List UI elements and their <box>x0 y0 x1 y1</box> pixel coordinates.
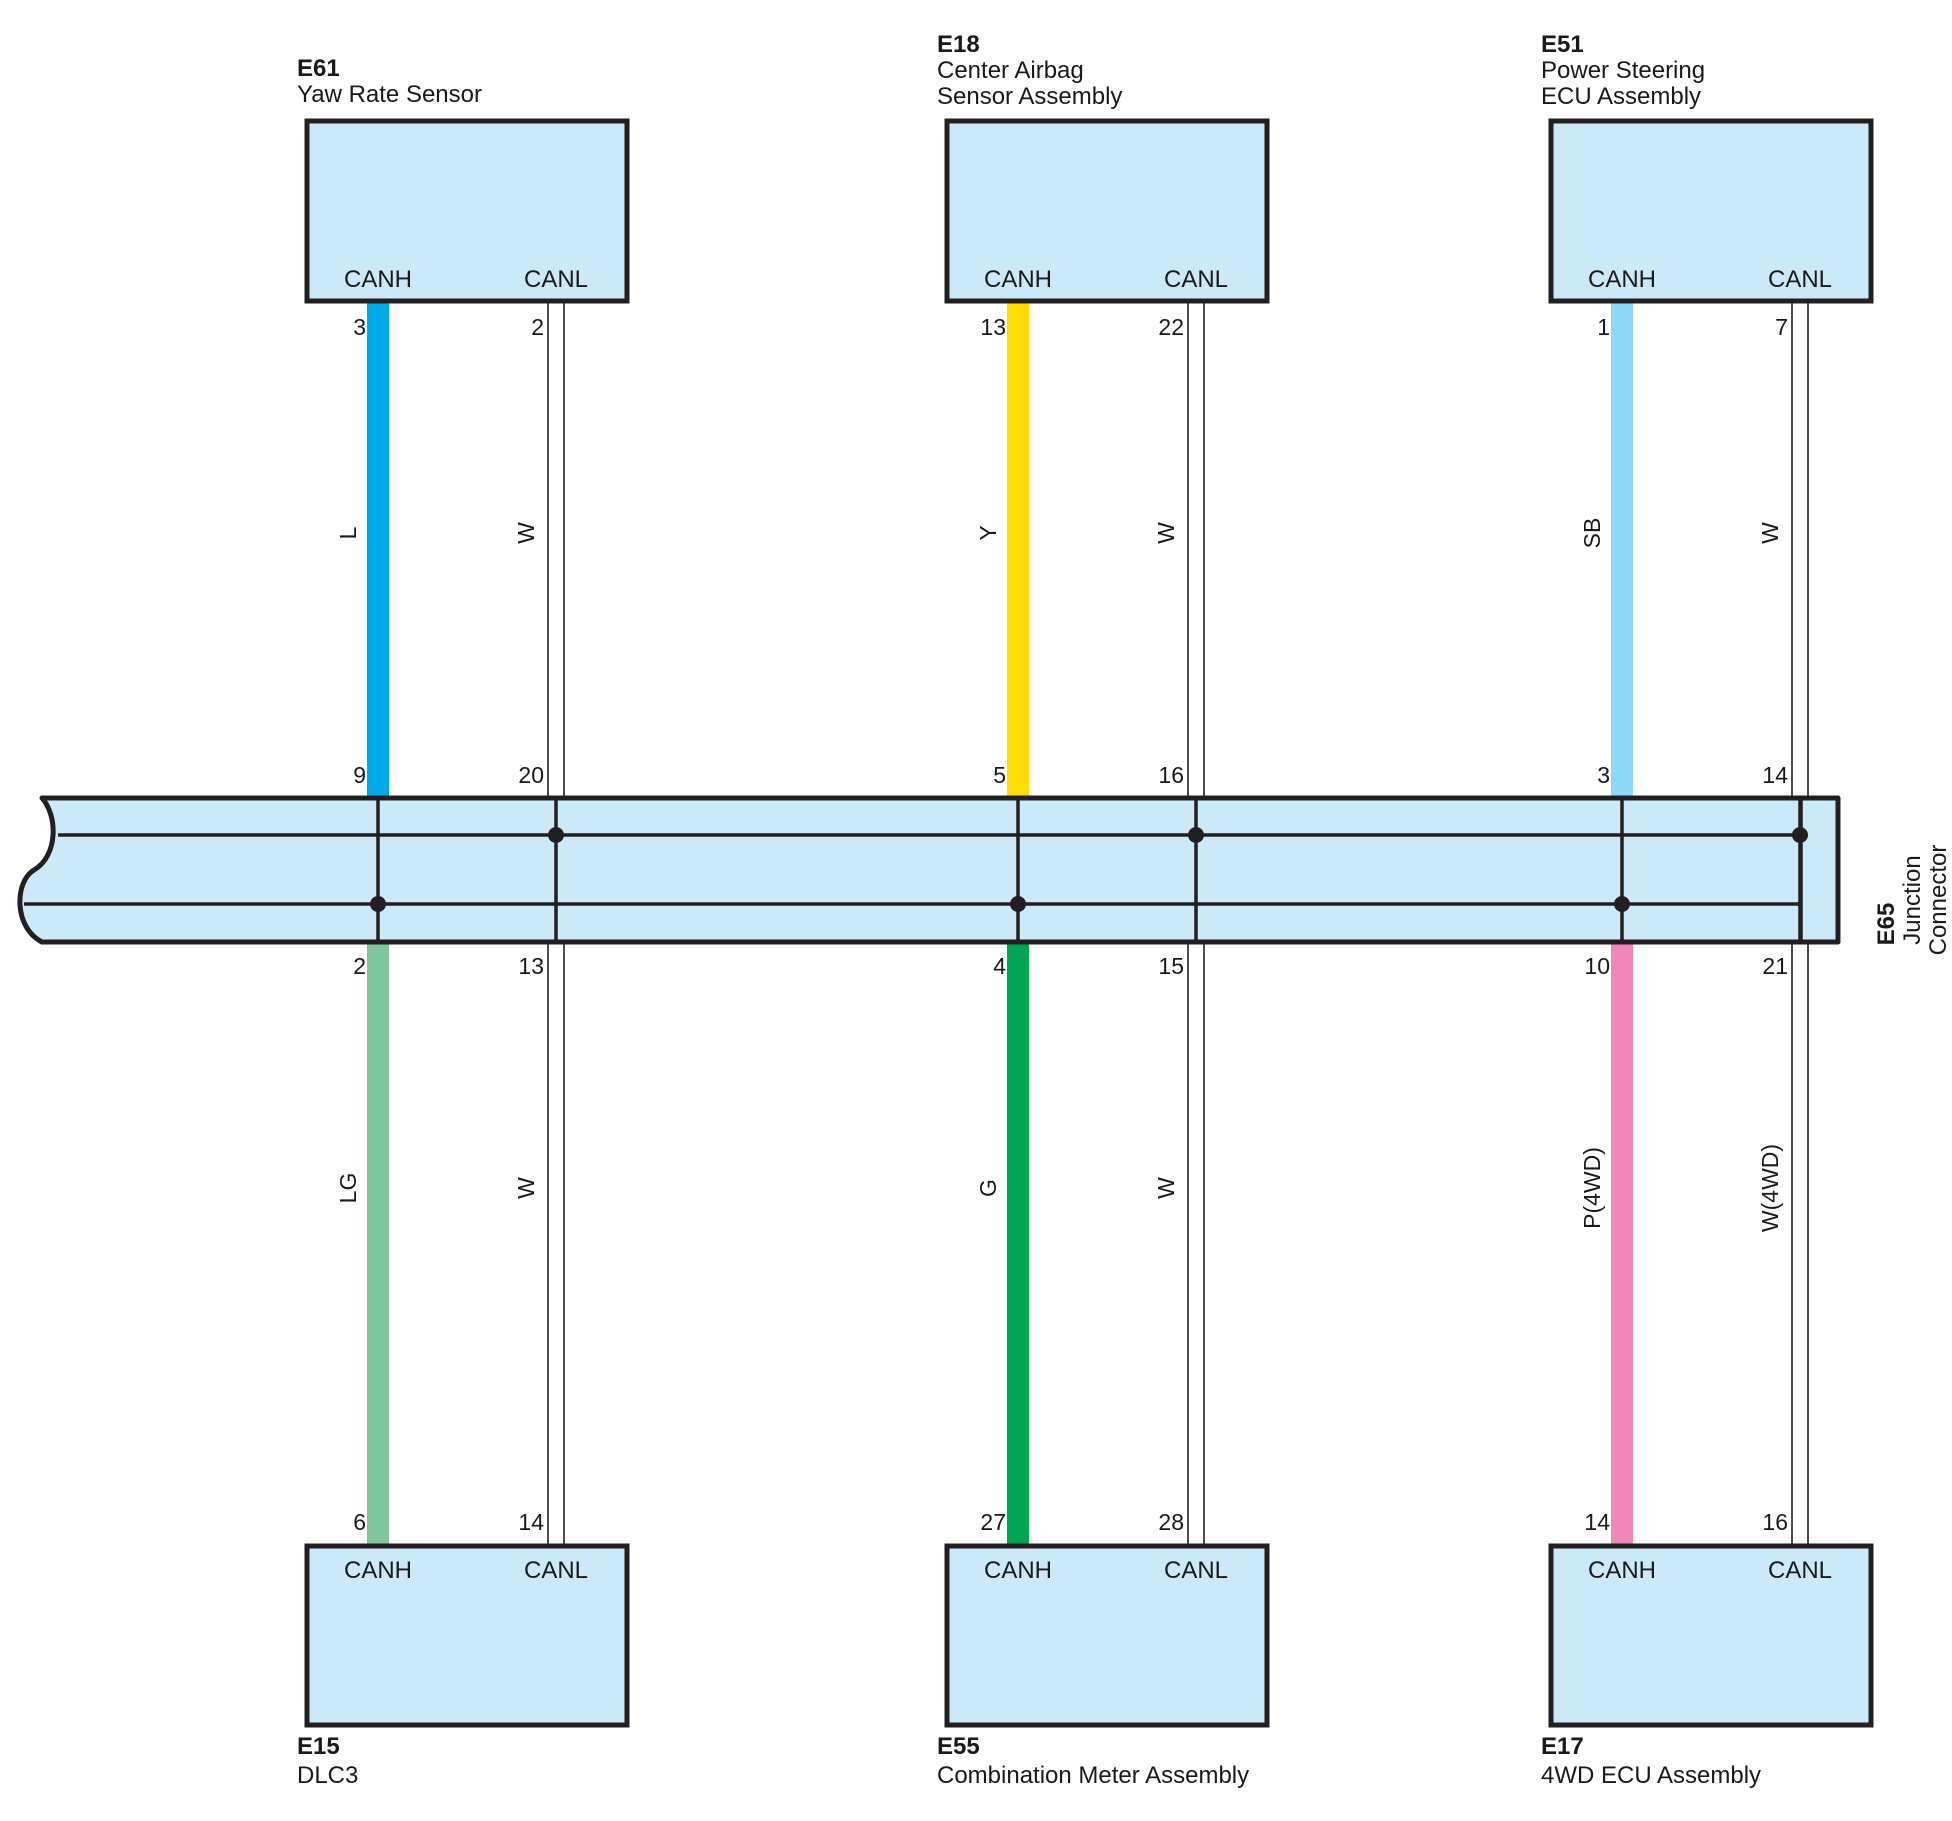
wire-code-E61-canh: L <box>335 526 361 539</box>
wire-code-E51-canl: W <box>1757 522 1783 544</box>
component-name: Yaw Rate Sensor <box>297 81 482 108</box>
junction-pin-E51-canh: 3 <box>1597 762 1610 788</box>
wire-code-E18-canh: Y <box>975 525 1001 540</box>
wire-code-E61-canl: W <box>513 522 539 544</box>
ecu-boxes-layer <box>304 118 1874 1728</box>
wire-canl-E18 <box>1187 300 1205 799</box>
pin-number-E55-canl: 28 <box>1158 1509 1184 1535</box>
splice-dot-canl <box>548 827 564 843</box>
ecu-box-E18 <box>944 118 1270 304</box>
ecu-box-E17 <box>1548 1543 1874 1728</box>
pin-number-E17-canh: 14 <box>1584 1509 1610 1535</box>
component-name: Power Steering <box>1541 57 1705 84</box>
component-code: E15 <box>297 1733 340 1760</box>
pin-number-E61-canl: 2 <box>531 314 544 340</box>
component-name: DLC3 <box>297 1762 358 1789</box>
pin-number-E51-canh: 1 <box>1597 314 1610 340</box>
wire-code-E15-canh: LG <box>335 1173 361 1204</box>
pin-number-E51-canl: 7 <box>1775 314 1788 340</box>
wire-code-E55-canh: G <box>975 1179 1001 1197</box>
junction-pin-E15-canl: 13 <box>518 953 544 979</box>
component-name: ECU Assembly <box>1541 83 1701 110</box>
pin-number-E15-canl: 14 <box>518 1509 544 1535</box>
wire-code-E55-canl: W <box>1153 1177 1179 1199</box>
junction-connector <box>17 795 1841 945</box>
wire-canh-E18 <box>1007 301 1029 798</box>
component-name: Sensor Assembly <box>937 83 1122 110</box>
junction-code: E65 <box>1873 903 1900 946</box>
pin-label-canl: CANL <box>524 266 588 293</box>
pin-label-canl: CANL <box>1768 1557 1832 1584</box>
ecu-box-E51 <box>1548 118 1874 304</box>
junction-name-line-2: Connector <box>1925 845 1952 956</box>
ecu-box-E61 <box>304 118 630 304</box>
pin-number-E55-canh: 27 <box>980 1509 1006 1535</box>
pin-label-canh: CANH <box>984 266 1052 293</box>
pin-label-canh: CANH <box>1588 266 1656 293</box>
component-code: E51 <box>1541 31 1584 58</box>
splice-dot-canh <box>370 896 386 912</box>
junction-name-line-1: Junction <box>1899 855 1926 944</box>
wire-canl-E61 <box>547 300 565 799</box>
pin-label-canl: CANL <box>524 1557 588 1584</box>
wire-code-E15-canl: W <box>513 1177 539 1199</box>
wire-canl-E17 <box>1791 941 1809 1547</box>
pin-label-canl: CANL <box>1164 1557 1228 1584</box>
component-code: E17 <box>1541 1733 1584 1760</box>
component-name: Center Airbag <box>937 57 1084 84</box>
wire-canl-E51 <box>1791 300 1809 799</box>
junction-pin-E18-canl: 16 <box>1158 762 1184 788</box>
junction-bar <box>17 795 1841 945</box>
junction-pin-E61-canl: 20 <box>518 762 544 788</box>
pin-number-E15-canh: 6 <box>353 1509 366 1535</box>
wire-canl-E55 <box>1187 941 1205 1547</box>
ecu-box-E15 <box>304 1543 630 1728</box>
junction-pin-E17-canh: 10 <box>1584 953 1610 979</box>
wire-canl-E15 <box>547 941 565 1547</box>
pin-label-canl: CANL <box>1768 266 1832 293</box>
splice-dot-canh <box>1010 896 1026 912</box>
junction-pin-E15-canh: 2 <box>353 953 366 979</box>
pin-number-E18-canh: 13 <box>980 314 1006 340</box>
splice-dot-canl <box>1188 827 1204 843</box>
junction-pin-E18-canh: 5 <box>993 762 1006 788</box>
wire-canh-E55 <box>1007 942 1029 1546</box>
component-name: 4WD ECU Assembly <box>1541 1762 1761 1789</box>
wire-code-E51-canh: SB <box>1579 518 1605 549</box>
junction-pin-E55-canl: 15 <box>1158 953 1184 979</box>
component-code: E18 <box>937 31 980 58</box>
junction-pin-E55-canh: 4 <box>993 953 1006 979</box>
component-code: E61 <box>297 55 340 82</box>
pin-label-canh: CANH <box>984 1557 1052 1584</box>
wire-code-E18-canl: W <box>1153 522 1179 544</box>
ecu-box-E55 <box>944 1543 1270 1728</box>
component-code: E55 <box>937 1733 980 1760</box>
pin-label-canl: CANL <box>1164 266 1228 293</box>
splice-dot-canh <box>1614 896 1630 912</box>
pin-label-canh: CANH <box>344 266 412 293</box>
junction-pin-E61-canh: 9 <box>353 762 366 788</box>
component-name: Combination Meter Assembly <box>937 1762 1249 1789</box>
wire-code-E17-canl: W(4WD) <box>1757 1144 1783 1232</box>
wire-canh-E17 <box>1611 942 1633 1546</box>
wire-canh-E61 <box>367 301 389 798</box>
pin-number-E18-canl: 22 <box>1158 314 1184 340</box>
pin-label-canh: CANH <box>344 1557 412 1584</box>
wire-canh-E15 <box>367 942 389 1546</box>
pin-number-E61-canh: 3 <box>353 314 366 340</box>
wire-code-E17-canh: P(4WD) <box>1579 1147 1605 1229</box>
splice-dot-canl <box>1792 827 1808 843</box>
pin-number-E17-canl: 16 <box>1762 1509 1788 1535</box>
pin-label-canh: CANH <box>1588 1557 1656 1584</box>
wire-canh-E51 <box>1611 301 1633 798</box>
junction-pin-E51-canl: 14 <box>1762 762 1788 788</box>
junction-pin-E17-canl: 21 <box>1762 953 1788 979</box>
